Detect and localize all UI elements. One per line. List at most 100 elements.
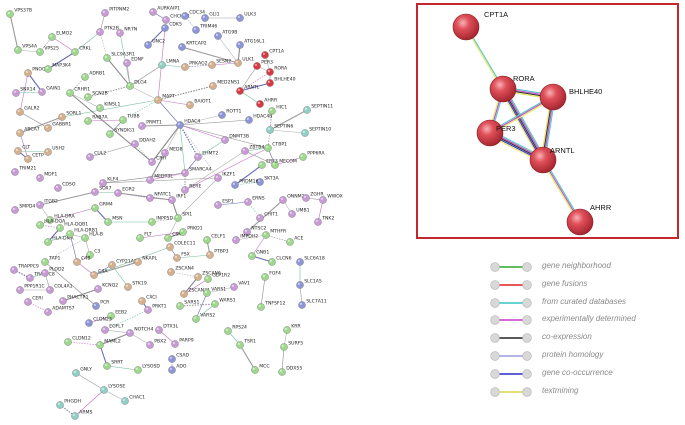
node-dtx3l[interactable]: DTX3L — [155, 324, 179, 334]
node-med2ns1[interactable]: MED2NS1 — [209, 80, 240, 90]
node-skt3a[interactable]: SKT3A — [256, 176, 279, 186]
node-septin6[interactable]: SEPTIN6 — [266, 124, 293, 134]
node-hla-dqb1[interactable]: HLA-DQB1 — [56, 222, 88, 232]
node-flt[interactable]: FLT — [136, 232, 152, 242]
node-septin10[interactable]: SEPTIN10 — [301, 127, 331, 137]
node-dlg4[interactable]: DLG4 — [126, 80, 147, 90]
node-adamts7[interactable]: ADAMTS7 — [44, 306, 75, 316]
node-vars1[interactable]: VARS1 — [203, 287, 226, 297]
node-gain1[interactable]: GAIN1 — [38, 86, 61, 96]
node-smarca4[interactable]: SMARCA4 — [181, 167, 212, 177]
node-ptbp3[interactable]: PTBP3 — [206, 249, 229, 259]
node-phactr1[interactable]: PHACTR1 — [59, 295, 89, 305]
node-cul2[interactable]: CUL2 — [86, 151, 106, 161]
node-zghr[interactable]: ZGHR — [302, 192, 324, 202]
node-inpp5d[interactable]: INPP5D — [148, 216, 173, 226]
node-col4a1[interactable]: COL4A1 — [46, 284, 73, 294]
node-celf1[interactable]: CELF1 — [203, 234, 226, 244]
node-ikzf1[interactable]: IKZF1 — [214, 172, 235, 182]
node-adrb1[interactable]: ADRB1 — [81, 71, 105, 81]
node-snx14[interactable]: SNX14 — [12, 87, 36, 97]
subnetwork-node-bhlhe40[interactable]: BHLHE40 — [539, 83, 602, 111]
node-galr2[interactable]: GALR2 — [16, 106, 40, 116]
node-ado[interactable]: ADO — [168, 364, 187, 374]
node-umb1[interactable]: UMB1 — [288, 208, 310, 218]
node-wwox[interactable]: WWOX — [319, 194, 343, 204]
node-rab7a[interactable]: RAB7A — [84, 115, 108, 125]
node-gnly[interactable]: GNLY — [72, 367, 92, 377]
node-hla-dma[interactable]: HLA-DMA — [44, 236, 75, 246]
node-trim46[interactable]: TRIM46 — [192, 24, 217, 34]
node-vps4a[interactable]: VPS4A — [14, 44, 38, 54]
node-tubb[interactable]: TUBB — [119, 114, 140, 124]
node-sox7[interactable]: SOX7 — [91, 186, 112, 196]
node-ulk1[interactable]: ULK1 — [234, 57, 254, 67]
node-ednf[interactable]: EDNF — [123, 57, 144, 67]
node-ceri[interactable]: CERI — [24, 296, 43, 306]
subnetwork-node-arntl[interactable]: ARNTL — [529, 146, 575, 174]
node-zscan4[interactable]: ZSCAN4 — [167, 266, 194, 276]
node-scn2b[interactable]: SCN2B — [84, 91, 108, 101]
node-sars1[interactable]: SARS1 — [176, 300, 199, 310]
node-med8[interactable]: MED8 — [161, 147, 183, 157]
node-zscan6[interactable]: ZSCAN6 — [194, 271, 221, 281]
node-sesn2[interactable]: SESN2 — [208, 59, 231, 69]
node-srrt[interactable]: SRRT — [103, 360, 123, 370]
node-mdf1[interactable]: MDF1 — [36, 172, 57, 182]
node-parp9[interactable]: PARP9 — [171, 338, 194, 348]
node-csk[interactable]: CSK — [164, 232, 182, 242]
node-lmna[interactable]: LMNA — [158, 59, 180, 69]
node-klf4[interactable]: KLF4 — [99, 177, 118, 187]
node-chac1[interactable]: CHAC1 — [121, 395, 145, 405]
node-hdac4b[interactable]: HDAC4B — [245, 114, 272, 124]
node-nr7n[interactable]: NR7N — [116, 27, 137, 37]
node-krr[interactable]: KRR — [283, 324, 301, 334]
node-ace[interactable]: ACE — [286, 236, 303, 246]
node-gabbr1[interactable]: GABBR1 — [44, 122, 71, 132]
node-irf1[interactable]: IRF1 — [168, 194, 186, 204]
node-kcnq2[interactable]: KCNQ2 — [94, 283, 118, 293]
node-slc9a3r1[interactable]: SLC9A3R1 — [103, 52, 135, 62]
node-onnm2[interactable]: ONNM2 — [279, 194, 305, 204]
node-tap1[interactable]: TAP1 — [41, 256, 61, 266]
node-abca7[interactable]: ABCA7 — [16, 127, 40, 137]
node-prkag2[interactable]: PRKAG2 — [181, 61, 208, 71]
node-hic1[interactable]: HIC1 — [268, 105, 287, 115]
node-rott1[interactable]: ROTT1 — [218, 109, 242, 119]
node-c4b[interactable]: C4B — [73, 256, 90, 266]
node-tnk2[interactable]: TNK2 — [314, 216, 334, 226]
node-fgf4[interactable]: FGF4 — [261, 271, 281, 281]
node-c3[interactable]: C3 — [86, 249, 100, 259]
node-rps24[interactable]: RPS24 — [224, 325, 247, 335]
node-fsx[interactable]: FSX — [173, 252, 190, 262]
node-erf3[interactable]: ERF3 — [258, 159, 278, 169]
node-ulk3[interactable]: ULK3 — [236, 12, 256, 22]
node-per3[interactable]: PER3 — [253, 60, 273, 70]
subnetwork-node-ahrr[interactable]: AHRR — [566, 203, 612, 236]
node-kinsl1[interactable]: KINSL1 — [96, 102, 120, 112]
node-cdso[interactable]: CDSO — [54, 182, 76, 192]
node-vars2[interactable]: VARS2 — [192, 313, 215, 323]
node-glp1r2[interactable]: GLP1R2 — [204, 273, 230, 283]
subnetwork-node-cpt1a[interactable]: CPT1A — [452, 10, 508, 41]
node-c4a[interactable]: C4A — [90, 269, 108, 279]
node-chit1[interactable]: CHIT1 — [256, 212, 278, 222]
node-zbtb4[interactable]: ZBTB4 — [241, 145, 264, 155]
node-mthfr[interactable]: MTHFR — [262, 229, 287, 239]
node-mcc[interactable]: MCC — [251, 364, 270, 374]
node-impdh2[interactable]: IMPDH2 — [232, 234, 258, 244]
node-hla-dqa[interactable]: HLA-DQA — [36, 219, 66, 229]
node-wars1[interactable]: WARS1 — [211, 298, 236, 308]
node-pitpnm2[interactable]: PITPNM2 — [101, 7, 129, 17]
node-bhlhe40[interactable]: BHLHE40 — [266, 77, 296, 87]
node-smpd4[interactable]: SMPD4 — [11, 204, 35, 214]
node-crhr1[interactable]: CRHR1 — [66, 87, 90, 97]
node-trappc8[interactable]: TRAPPC8 — [26, 272, 55, 282]
node-unc2[interactable]: UNC2 — [144, 39, 165, 49]
node-slc1a5[interactable]: SLC1A5 — [296, 279, 322, 289]
node-gnb1[interactable]: GNB1 — [248, 250, 269, 260]
node-tsr1[interactable]: TSR1 — [236, 339, 256, 349]
node-hdac4[interactable]: HDAC4 — [176, 119, 200, 129]
node-vps37b[interactable]: VPS37B — [6, 8, 32, 18]
node-nfatc1[interactable]: NFATC1 — [146, 192, 171, 202]
